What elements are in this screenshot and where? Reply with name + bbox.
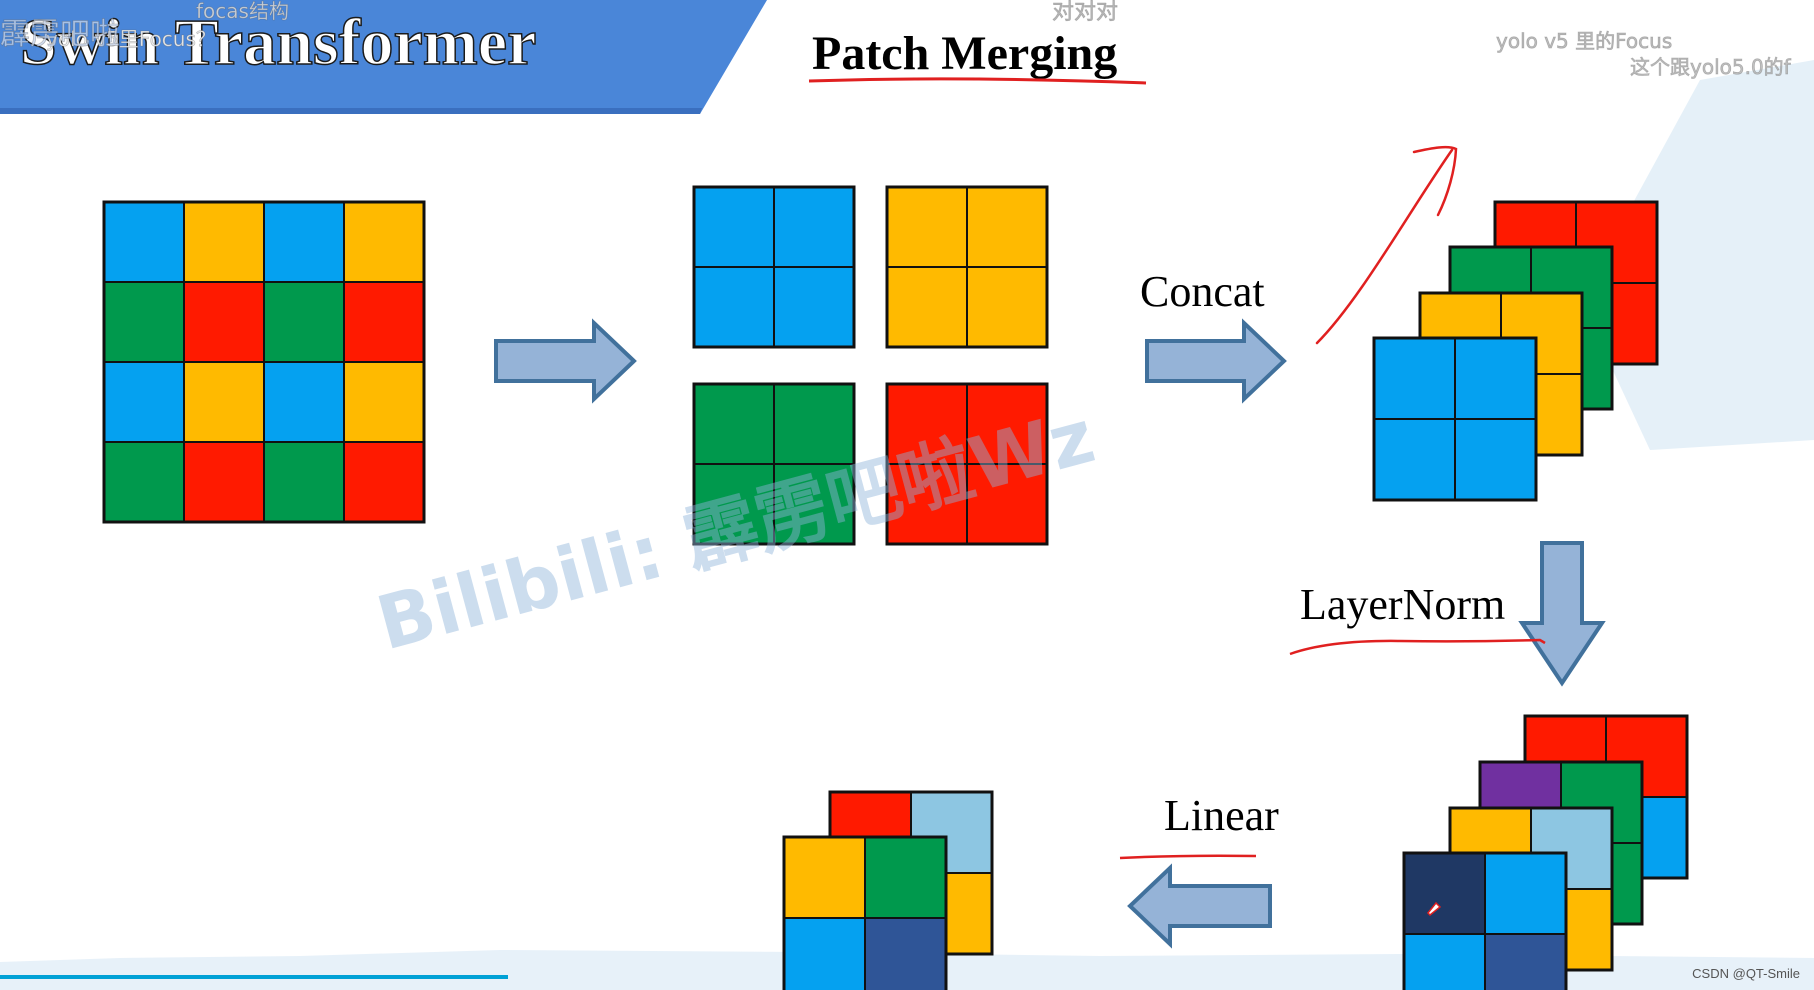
input-grid-cell <box>103 281 185 363</box>
input-grid-border <box>102 200 426 524</box>
danmaku-comment: focas结构 <box>196 0 289 23</box>
layernorm-label: LayerNorm <box>1300 580 1505 629</box>
danmaku-comment: yolo v5里Focus？ <box>46 27 216 51</box>
output-layer-1 <box>782 835 948 990</box>
input-grid-cell <box>343 281 425 363</box>
section-title-underline <box>808 77 1147 85</box>
split-group-yellow-cell <box>886 266 968 348</box>
video-progress-bar <box>0 975 508 979</box>
concat-layer-blue <box>1372 336 1538 502</box>
concat-arrow <box>1145 318 1287 404</box>
input-grid-cell <box>103 201 185 283</box>
split-group-blue-border <box>692 185 856 349</box>
split-group-yellow <box>885 185 1049 349</box>
input-grid-cell <box>263 441 345 523</box>
concat-layer-blue-border <box>1372 336 1538 502</box>
split-group-green-cell <box>773 383 855 465</box>
split-group-red-border <box>885 382 1049 546</box>
split-group-green-cell <box>693 383 775 465</box>
norm-layer-3 <box>1402 851 1568 990</box>
norm-layer-3-cell <box>1484 852 1567 935</box>
input-grid-cell <box>343 361 425 443</box>
danmaku-comment: yolo v5 里的Focus <box>1496 29 1672 53</box>
input-feature-map <box>102 200 426 524</box>
danmaku-overlay: focas结构 yolo v5里Focus？霹雳吧啦 对对对 yolo v5 里的Fo… <box>0 0 1792 79</box>
output-layer-1-border <box>782 835 948 990</box>
concat-layer-blue-cell <box>1373 337 1456 420</box>
danmaku-comment: 对对对 <box>1052 0 1118 25</box>
split-group-green-border <box>692 382 856 546</box>
split-group-blue-cell <box>693 266 775 348</box>
split-group-red-cell <box>966 463 1048 545</box>
header-title: Swin Transformer <box>20 6 536 79</box>
linear-underline <box>1119 854 1257 860</box>
input-grid-cell <box>183 361 265 443</box>
concat-layer-blue-cell <box>1454 337 1537 420</box>
split-group-blue-cell <box>693 186 775 268</box>
input-grid-cell <box>263 281 345 363</box>
section-title: Patch Merging <box>812 27 1117 80</box>
input-grid-cell <box>343 201 425 283</box>
split-patch-groups <box>692 185 1049 546</box>
layernorm-underline <box>1289 638 1546 656</box>
split-group-blue <box>692 185 856 349</box>
concat-layer-blue-cell <box>1454 418 1537 501</box>
input-grid-cell <box>103 441 185 523</box>
header-banner-shadow <box>0 108 702 114</box>
input-grid-cell <box>183 441 265 523</box>
header-banner: Swin Transformer <box>0 0 767 114</box>
split-group-red <box>885 382 1049 546</box>
concat-layer-blue-cell <box>1373 418 1456 501</box>
output-layer-1-cell <box>783 836 866 919</box>
concatenated-stack <box>1372 200 1659 502</box>
norm-layer-3-cell <box>1484 933 1567 990</box>
linear-label: Linear <box>1164 791 1279 840</box>
input-grid-cell <box>343 441 425 523</box>
split-group-green <box>692 382 856 546</box>
danmaku-comment: 这个跟yolo5.0的f <box>1630 55 1792 79</box>
layernorm-arrow <box>1518 541 1606 687</box>
input-grid-cell <box>263 201 345 283</box>
output-stack <box>782 790 994 990</box>
norm-layer-3-border <box>1402 851 1568 990</box>
output-layer-1-cell <box>864 836 947 919</box>
split-group-blue-cell <box>773 186 855 268</box>
split-arrow <box>494 318 637 404</box>
linear-arrow <box>1127 863 1272 949</box>
header-banner-shape <box>0 0 767 114</box>
split-group-blue-cell <box>773 266 855 348</box>
annotation-arrow-stroke <box>1315 145 1458 345</box>
split-group-yellow-cell <box>886 186 968 268</box>
norm-layer-3-cell <box>1403 852 1486 935</box>
input-grid-cell <box>183 201 265 283</box>
split-group-yellow-border <box>885 185 1049 349</box>
split-group-green-cell <box>773 463 855 545</box>
normalized-stack <box>1402 714 1689 990</box>
credit-text: CSDN @QT-Smile <box>1692 966 1800 981</box>
input-grid-cell <box>103 361 185 443</box>
danmaku-comment: 霹雳吧啦 <box>0 17 120 52</box>
concat-label: Concat <box>1140 267 1265 316</box>
input-grid-cell <box>183 281 265 363</box>
split-group-yellow-cell <box>966 266 1048 348</box>
norm-layer-3-cell <box>1403 933 1486 990</box>
output-layer-1-cell <box>783 917 866 990</box>
split-group-yellow-cell <box>966 186 1048 268</box>
input-grid-cell <box>263 361 345 443</box>
output-layer-1-cell <box>864 917 947 990</box>
pen-cursor-icon <box>1426 901 1442 917</box>
